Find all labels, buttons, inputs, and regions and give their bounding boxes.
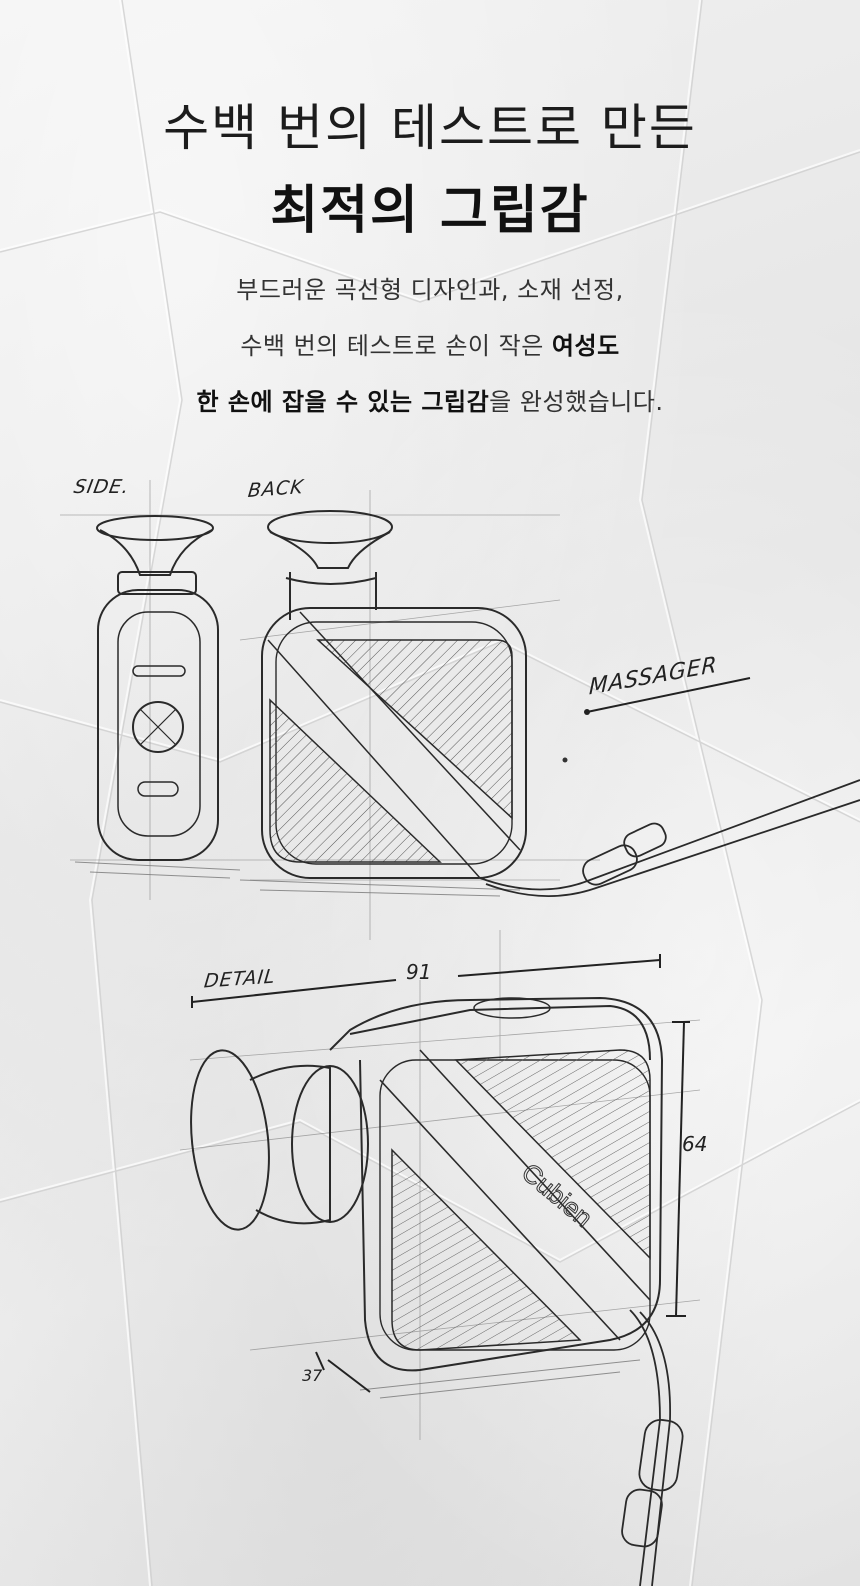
description-line-2: 수백 번의 테스트로 손이 작은 여성도: [0, 326, 860, 361]
dimension-width: 91: [406, 960, 432, 984]
cable-sketch: [479, 779, 860, 897]
detail-cable-sketch: [621, 1309, 684, 1586]
back-view-label: BACK: [246, 475, 305, 503]
description-line-3: 한 손에 잡을 수 있는 그립감을 완성했습니다.: [0, 382, 860, 417]
description-line-3-emphasis: 한 손에 잡을 수 있는 그립감: [196, 388, 490, 416]
dimension-depth: 37: [302, 1366, 323, 1385]
dimension-height: 64: [682, 1132, 708, 1156]
dimension-lines: [191, 954, 690, 1393]
detail-view-sketch: [190, 996, 664, 1372]
title-line-1: 수백 번의 테스트로 만든: [163, 99, 697, 157]
side-view-label: SIDE.: [72, 476, 132, 498]
description-line-2-emphasis: 여성도: [551, 332, 620, 360]
description-line-3-text: 을 완성했습니다.: [489, 388, 664, 416]
side-view-sketch: [96, 515, 219, 861]
description-line-1: 부드러운 곡선형 디자인과, 소재 선정,: [236, 276, 624, 304]
description-line-2-text: 수백 번의 테스트로 손이 작은: [240, 332, 552, 360]
title-line-2: 최적의 그립감: [270, 181, 590, 241]
massager-pointer-line: [586, 677, 751, 713]
back-view-sketch: [261, 510, 527, 879]
